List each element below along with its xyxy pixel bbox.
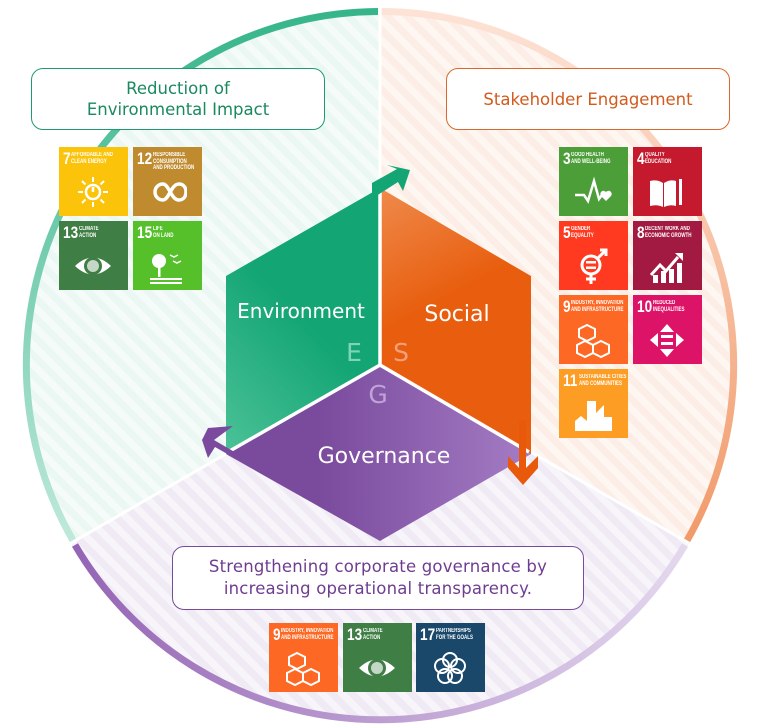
sdg-number: 8 [637, 223, 645, 242]
sdg-number: 4 [637, 149, 645, 168]
sdg-goal-12-tile: 12Responsibleconsumptionand production [133, 147, 202, 216]
sdg-goal-13-tile: 13Climateaction [343, 623, 412, 692]
sdg-number: 13 [63, 223, 79, 242]
sdg-goal-8-tile: 8Decent work andeconomic growth [633, 221, 702, 290]
letter-g: G [368, 380, 387, 409]
sdg-number: 9 [273, 625, 281, 644]
sdg-title: Sustainable citiesand communities [579, 374, 627, 387]
sdg-title: Qualityeducation [645, 152, 672, 165]
sdg-title: Climateaction [363, 628, 383, 641]
sdg-goal-9-tile: 9Industry, innovationand infrastructure [559, 295, 628, 364]
infinity-icon [153, 182, 187, 202]
green-arrow-icon [372, 165, 410, 198]
sdg-goal-15-tile: 15Lifeon land [133, 221, 202, 290]
letter-s: S [393, 338, 409, 367]
book-pencil-icon [650, 179, 682, 207]
equal-arrows-icon [650, 324, 684, 357]
sdg-goal-3-tile: 3Good healthand well-being [559, 147, 628, 216]
sdg-goal-4-tile: 4Qualityeducation [633, 147, 702, 216]
sdg-goal-5-tile: 5Genderequality [559, 221, 628, 290]
heartbeat-icon [575, 176, 612, 204]
cycle-arrows [202, 165, 538, 485]
sdg-title: Reducedinequalities [653, 300, 685, 313]
sdg-number: 11 [563, 371, 578, 390]
sdg-number: 12 [137, 149, 153, 168]
governance-theme-line1: Strengthening corporate governance by [208, 557, 548, 576]
governance-theme-box: Strengthening corporate governance by in… [172, 546, 584, 610]
sdg-goal-7-tile: 7Affordable andclean energy [59, 147, 128, 216]
earth-eye-icon [75, 257, 111, 275]
sdg-title: Responsibleconsumptionand production [153, 152, 195, 171]
sdg-goal-11-tile: 11Sustainable citiesand communities [559, 369, 628, 438]
social-theme-box: Stakeholder Engagement [446, 68, 730, 130]
sdg-number: 9 [563, 297, 571, 316]
sdg-title: Partnershipsfor the goals [436, 628, 474, 641]
orange-arrow-icon [508, 420, 538, 485]
cubes-icon [286, 651, 320, 687]
sdg-number: 5 [563, 223, 571, 242]
sun-power-icon [78, 177, 108, 207]
sdg-title: Genderequality [571, 226, 594, 239]
earth-eye-icon [359, 659, 395, 677]
rings-icon [434, 652, 466, 684]
sdg-number: 10 [637, 297, 653, 316]
sdg-number: 17 [420, 625, 436, 644]
esg-hexagon [226, 188, 531, 541]
social-theme-text: Stakeholder Engagement [483, 89, 693, 109]
sdg-title: Decent work andeconomic growth [645, 226, 692, 239]
sdg-number: 15 [137, 223, 153, 242]
buildings-icon [575, 401, 612, 431]
sdg-goal-13-tile: 13Climateaction [59, 221, 128, 290]
letter-e: E [346, 338, 362, 367]
governance-face[interactable] [226, 365, 531, 541]
sdg-title: Industry, innovationand infrastructure [571, 300, 624, 313]
gender-equality-icon [580, 248, 608, 284]
sdg-title: Affordable andclean energy [71, 152, 113, 165]
sdg-goal-17-tile: 17Partnershipsfor the goals [416, 623, 485, 692]
purple-arrow-icon [202, 426, 238, 460]
environment-label: Environment [237, 299, 365, 323]
sdg-number: 7 [63, 149, 71, 168]
social-face[interactable] [380, 188, 531, 454]
environment-theme-line1: Reduction of [126, 79, 230, 98]
governance-theme-line2: increasing operational transparency. [223, 579, 533, 598]
sdg-title: Climateaction [79, 226, 99, 239]
sdg-title: Industry, innovationand infrastructure [281, 628, 334, 641]
sdg-title: Lifeon land [153, 226, 174, 239]
tree-icon [150, 254, 182, 284]
environment-theme-line2: Environmental Impact [86, 100, 270, 119]
environment-face[interactable] [226, 188, 380, 454]
growth-chart-icon [649, 253, 683, 283]
governance-ring-arc [71, 543, 689, 724]
social-label: Social [424, 302, 489, 327]
sdg-number: 13 [347, 625, 363, 644]
sdg-title: Good healthand well-being [571, 152, 611, 165]
governance-label: Governance [318, 444, 451, 469]
sdg-goal-9-tile: 9Industry, innovationand infrastructure [269, 623, 338, 692]
cubes-icon [576, 323, 610, 359]
sdg-number: 3 [563, 149, 571, 168]
environment-theme-box: Reduction of Environmental Impact [31, 68, 325, 130]
sdg-goal-10-tile: 10Reducedinequalities [633, 295, 702, 364]
